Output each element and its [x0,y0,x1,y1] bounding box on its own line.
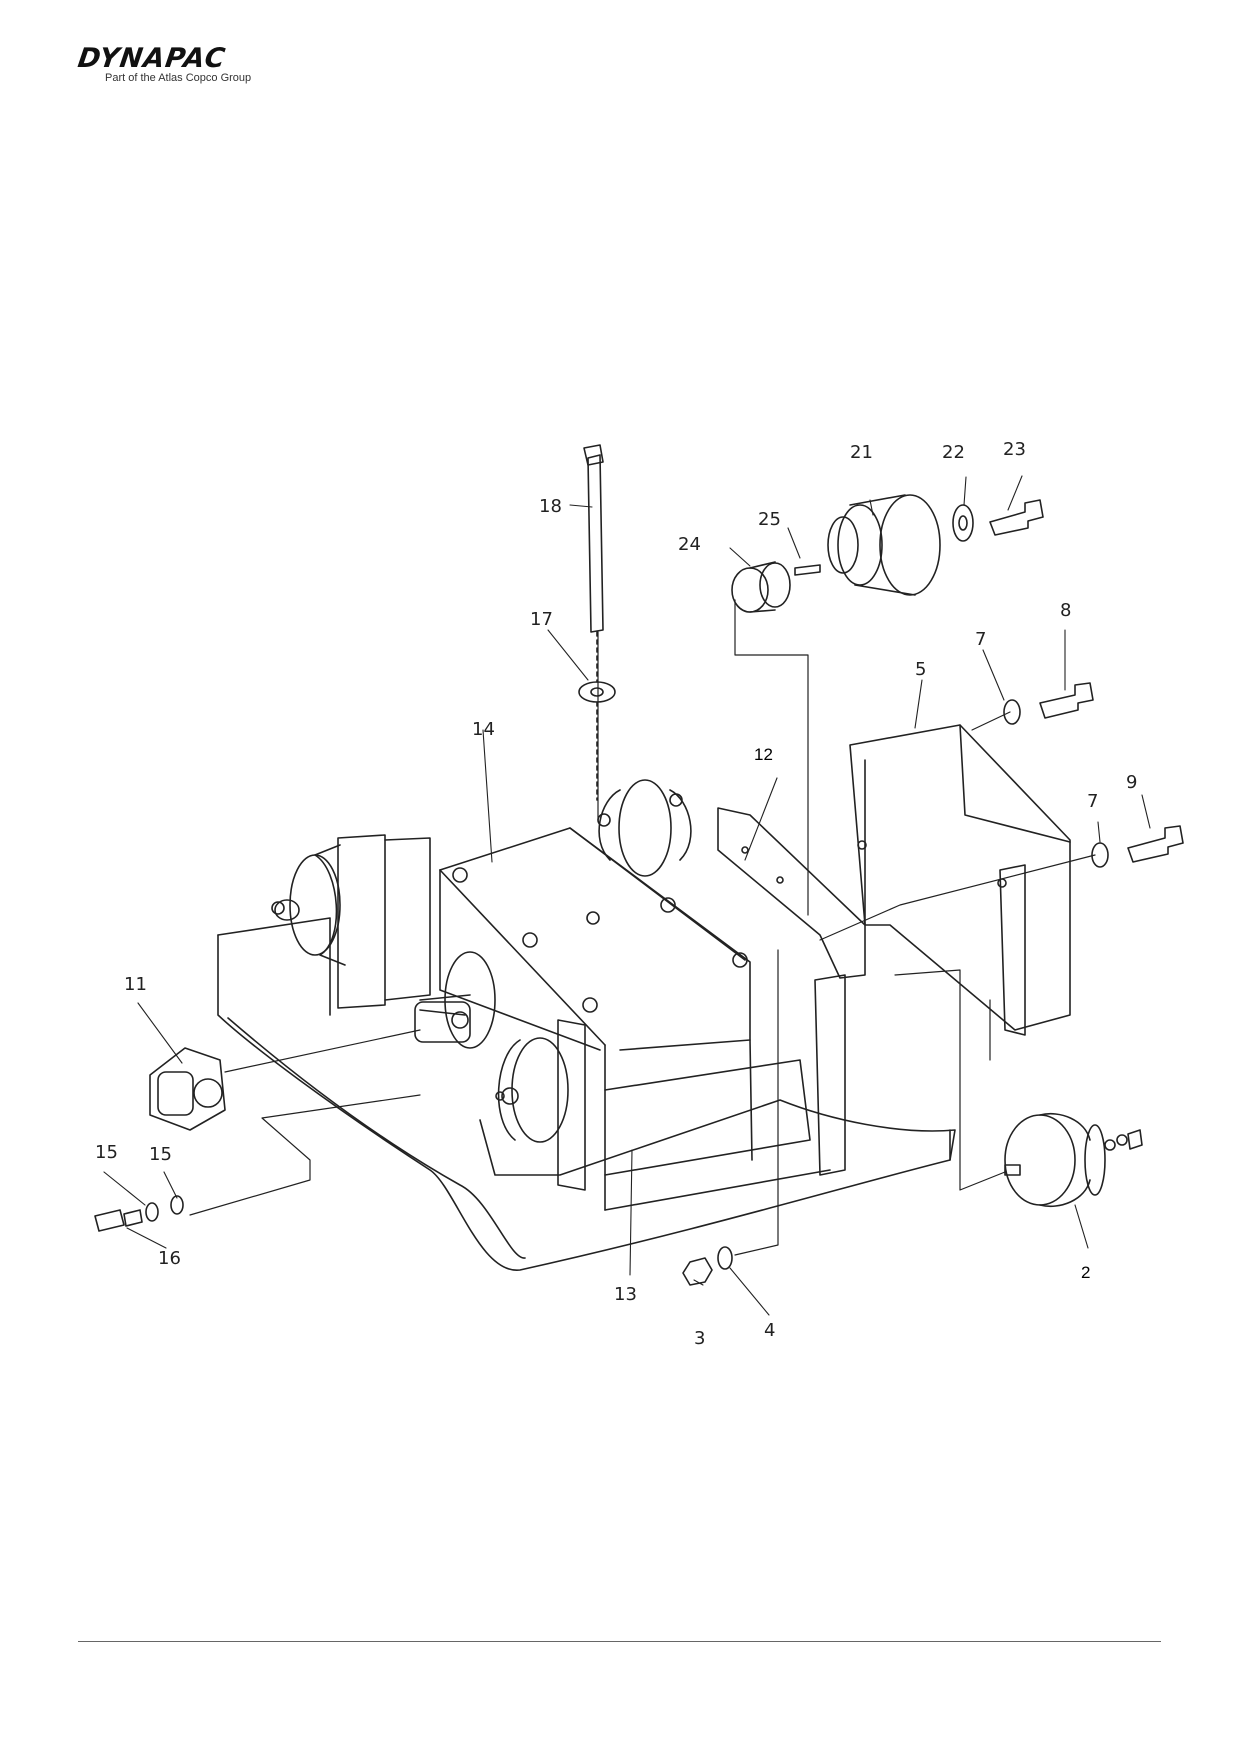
brand-tagline: Part of the Atlas Copco Group [105,72,252,84]
key-pin [794,564,821,576]
guard-washer-upper [1003,699,1021,725]
callout-12: 12 [754,745,773,764]
right-rubber-mount [1004,1113,1143,1207]
footer-rule [78,1641,1161,1642]
callout-labels: 2 3 4 5 7 7 8 9 11 12 13 14 15 15 16 17 … [95,439,1137,1349]
bracket-block [149,1047,226,1131]
callout-3: 3 [694,1328,705,1349]
callout-9: 9 [1126,772,1137,793]
shaft-flange [414,951,496,1049]
callout-11: 11 [124,974,147,995]
dynapac-logo: DYNAPAC Part of the Atlas Copco Group [76,43,293,89]
callout-7b: 7 [1087,791,1098,812]
assembly-lines [189,599,1096,1256]
callout-4: 4 [764,1320,775,1341]
lock-washer-a [145,1202,159,1222]
guard-bolt-lower [1127,825,1184,863]
bushing [731,561,791,613]
callout-15a: 15 [95,1142,118,1163]
front-rubber-mount [495,1019,586,1191]
bolt-washer [578,681,616,703]
callout-8: 8 [1060,600,1071,621]
callout-15b: 15 [149,1144,172,1165]
drive-pulley [827,494,941,596]
callout-21: 21 [850,442,873,463]
callout-16: 16 [158,1248,181,1269]
base-plate [217,917,956,1271]
cap-screw [94,1209,143,1232]
leader-lines [103,475,1151,1316]
long-bolt [583,444,604,633]
guard-washer-lower [1091,842,1109,868]
vibrator-housing [439,827,846,1211]
callout-23: 23 [1003,439,1026,460]
flat-washer [717,1246,733,1270]
callout-24: 24 [678,534,701,555]
callout-22: 22 [942,442,965,463]
callout-2: 2 [1081,1263,1090,1282]
callout-13: 13 [614,1284,637,1305]
callout-18: 18 [539,496,562,517]
callout-17: 17 [530,609,553,630]
pulley-washer [952,504,974,542]
left-rubber-mount [271,834,431,1009]
rear-rubber-mount [597,779,692,877]
guard-bracket [717,807,866,979]
guard-bolt-upper [1039,682,1094,719]
belt-guard [849,724,1071,1036]
lock-washer-b [170,1195,184,1215]
callout-25: 25 [758,509,781,530]
pulley-bolt [989,499,1044,536]
callout-14: 14 [472,719,495,740]
hex-nut [682,1257,713,1286]
callout-7a: 7 [975,629,986,650]
callout-5: 5 [915,659,926,680]
